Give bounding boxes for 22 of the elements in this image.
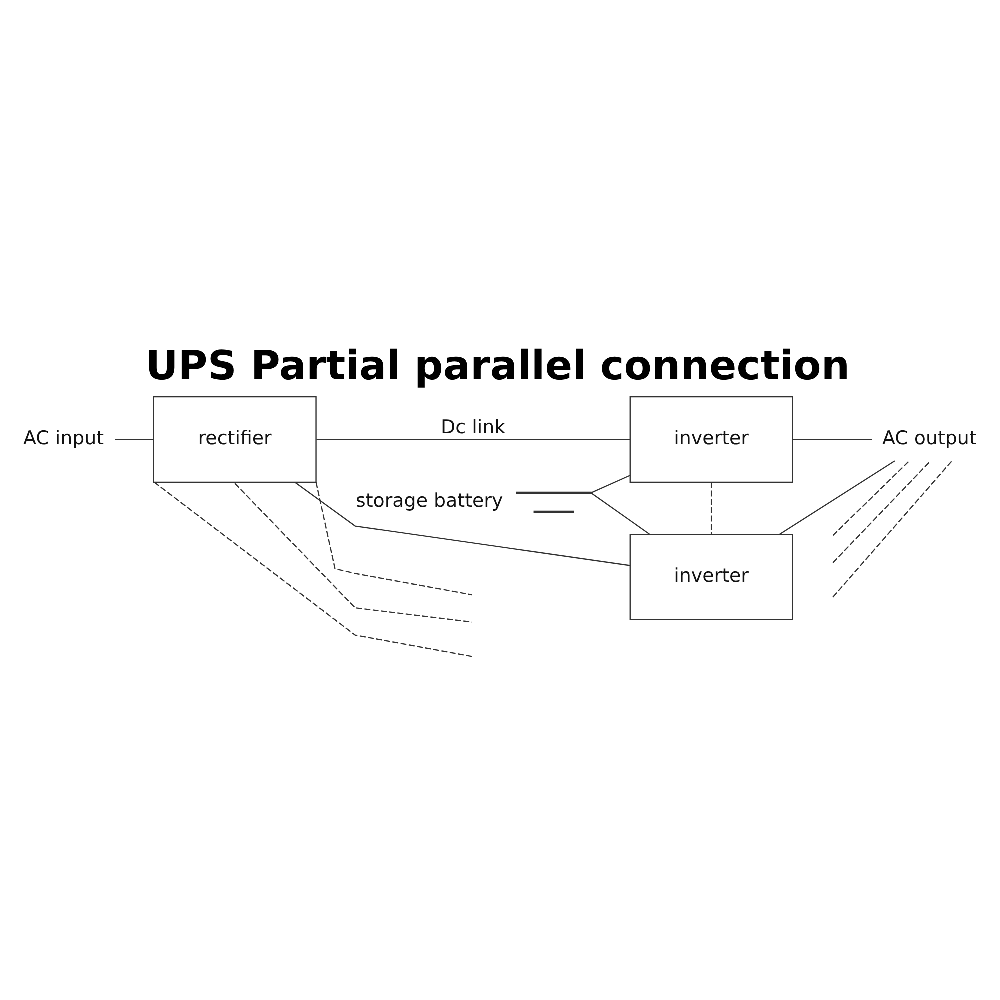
node-box: inverter xyxy=(630,533,794,620)
node-text: AC input xyxy=(23,426,104,449)
diagram-title: UPS Partial parallel connection xyxy=(146,342,850,390)
connector xyxy=(591,474,631,494)
connector xyxy=(832,460,910,536)
connector xyxy=(154,481,472,657)
connector xyxy=(316,438,630,440)
node-label: storage battery xyxy=(356,490,504,512)
connector xyxy=(234,482,472,622)
node-box: inverter xyxy=(630,396,794,483)
node-box: rectifier xyxy=(153,396,317,483)
connector xyxy=(832,460,953,598)
connector xyxy=(316,482,472,596)
connector xyxy=(590,492,650,534)
connector xyxy=(792,438,872,440)
connector xyxy=(115,438,154,440)
node-text: AC output xyxy=(882,426,977,449)
connector xyxy=(710,482,712,534)
connector xyxy=(832,461,930,563)
connector xyxy=(294,482,630,566)
edge-label: Dc link xyxy=(441,416,506,438)
connector xyxy=(780,460,896,534)
